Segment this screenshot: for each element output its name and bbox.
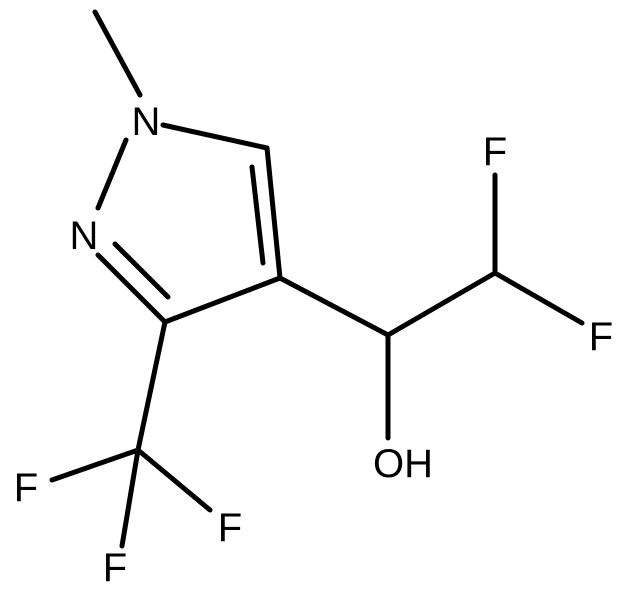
bond-choh-chf2	[385, 270, 498, 338]
atom-f-chf2-right: F	[589, 315, 613, 359]
atom-f-cf3-right: F	[218, 506, 242, 550]
bond-n2-c3-inner	[112, 241, 171, 300]
atom-n1: N	[132, 100, 161, 144]
bond-c3-c4	[162, 275, 283, 325]
atom-f-cf3-bottom: F	[103, 546, 127, 590]
bond-c5-c4	[264, 145, 283, 281]
bonds	[49, 9, 585, 549]
bond-methyl-n1	[92, 9, 143, 98]
bond-c5-c4-inner	[249, 164, 266, 266]
bond-cf3-f-bottom	[119, 447, 141, 549]
atom-f-cf3-left: F	[14, 466, 38, 510]
bond-cf3-f-left	[49, 447, 141, 483]
bond-cf3-f-right	[135, 447, 213, 513]
atom-f-chf2-top: F	[483, 130, 507, 174]
bond-c3-cf3	[135, 319, 168, 453]
bond-chf2-f-right	[492, 270, 585, 326]
atom-n2: N	[70, 214, 99, 258]
bond-n1-c5	[160, 122, 270, 151]
atom-labels: N N OH F F F F F	[14, 100, 613, 590]
atom-oh: OH	[373, 442, 433, 486]
bond-n1-n2	[95, 137, 129, 211]
bond-c4-choh	[277, 275, 391, 338]
bond-n2-c3	[95, 252, 168, 325]
